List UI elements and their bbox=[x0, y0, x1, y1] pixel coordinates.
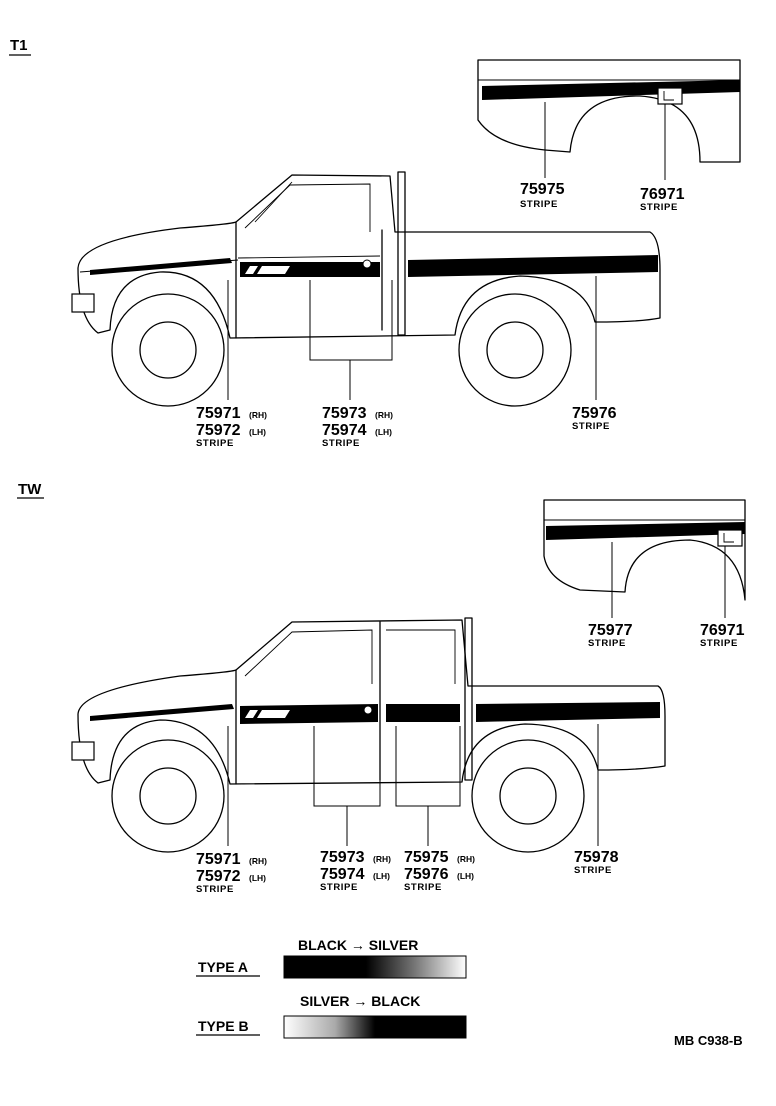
svg-text:75973: 75973 bbox=[322, 405, 367, 422]
legend-type-b-caption: SILVER → BLACK bbox=[300, 993, 420, 1009]
callout-tw-75975-75976: 75975 (RH) 75976 (LH) STRIPE bbox=[395, 726, 475, 893]
svg-text:75972: 75972 bbox=[196, 868, 241, 885]
legend-type-a: BLACK → SILVER TYPE A bbox=[196, 937, 467, 979]
svg-text:STRIPE: STRIPE bbox=[196, 884, 234, 895]
svg-text:(LH): (LH) bbox=[457, 871, 474, 881]
svg-text:(LH): (LH) bbox=[249, 427, 266, 437]
t1-truck-drawing bbox=[71, 171, 661, 407]
svg-text:STRIPE: STRIPE bbox=[404, 882, 442, 893]
svg-text:STRIPE: STRIPE bbox=[322, 438, 360, 449]
tw-truck-drawing bbox=[71, 617, 666, 853]
t1-bed-detail bbox=[477, 59, 741, 163]
svg-text:(RH): (RH) bbox=[249, 856, 267, 866]
section-title-t1: T1 bbox=[10, 37, 28, 54]
svg-text:STRIPE: STRIPE bbox=[572, 421, 610, 432]
callout-tw-75978: 75978 STRIPE bbox=[574, 724, 619, 876]
svg-text:75973: 75973 bbox=[320, 849, 365, 866]
svg-text:STRIPE: STRIPE bbox=[196, 438, 234, 449]
callout-tw-75971-75972: 75971 (RH) 75972 (LH) STRIPE bbox=[196, 726, 267, 895]
svg-text:(LH): (LH) bbox=[375, 427, 392, 437]
legend-type-a-caption: BLACK → SILVER bbox=[298, 937, 418, 953]
svg-text:75975: 75975 bbox=[520, 181, 565, 198]
svg-text:75971: 75971 bbox=[196, 851, 241, 868]
callout-t1-75976: 75976 STRIPE bbox=[572, 276, 617, 432]
legend-type-b: SILVER → BLACK TYPE B bbox=[196, 993, 467, 1039]
svg-text:(RH): (RH) bbox=[375, 410, 393, 420]
callout-tw-75973-75974: 75973 (RH) 75974 (LH) STRIPE bbox=[313, 726, 391, 893]
section-title-tw: TW bbox=[18, 481, 42, 498]
svg-text:STRIPE: STRIPE bbox=[574, 865, 612, 876]
svg-text:STRIPE: STRIPE bbox=[520, 199, 558, 210]
svg-text:STRIPE: STRIPE bbox=[640, 202, 678, 213]
gradient-swatch-b bbox=[283, 1015, 467, 1039]
svg-text:(RH): (RH) bbox=[249, 410, 267, 420]
svg-text:75975: 75975 bbox=[404, 849, 449, 866]
svg-text:(RH): (RH) bbox=[373, 854, 391, 864]
svg-text:75972: 75972 bbox=[196, 422, 241, 439]
svg-text:76971: 76971 bbox=[640, 186, 685, 203]
svg-text:STRIPE: STRIPE bbox=[700, 638, 738, 649]
svg-text:STRIPE: STRIPE bbox=[588, 638, 626, 649]
svg-text:75978: 75978 bbox=[574, 849, 619, 866]
svg-text:75971: 75971 bbox=[196, 405, 241, 422]
callout-t1-75973-75974: 75973 (RH) 75974 (LH) STRIPE bbox=[309, 280, 393, 449]
svg-text:(RH): (RH) bbox=[457, 854, 475, 864]
svg-text:75977: 75977 bbox=[588, 622, 633, 639]
svg-text:75976: 75976 bbox=[572, 405, 617, 422]
svg-text:76971: 76971 bbox=[700, 622, 745, 639]
legend-type-b-label: TYPE B bbox=[198, 1018, 249, 1034]
svg-text:(LH): (LH) bbox=[249, 873, 266, 883]
svg-text:75976: 75976 bbox=[404, 866, 449, 883]
callout-t1-76971: 76971 STRIPE bbox=[640, 104, 685, 213]
callout-tw-75977: 75977 STRIPE bbox=[588, 542, 633, 649]
figure-code: MB C938-B bbox=[674, 1033, 743, 1048]
legend-type-a-label: TYPE A bbox=[198, 959, 248, 975]
svg-text:(LH): (LH) bbox=[373, 871, 390, 881]
callout-t1-75971-75972: 75971 (RH) 75972 (LH) STRIPE bbox=[196, 280, 267, 449]
callout-tw-76971: 76971 STRIPE bbox=[700, 546, 745, 649]
svg-text:75974: 75974 bbox=[320, 866, 365, 883]
svg-text:75974: 75974 bbox=[322, 422, 367, 439]
tw-bed-detail bbox=[543, 499, 746, 601]
callout-t1-75975: 75975 STRIPE bbox=[520, 102, 565, 210]
svg-text:STRIPE: STRIPE bbox=[320, 882, 358, 893]
gradient-swatch-a bbox=[283, 955, 467, 979]
